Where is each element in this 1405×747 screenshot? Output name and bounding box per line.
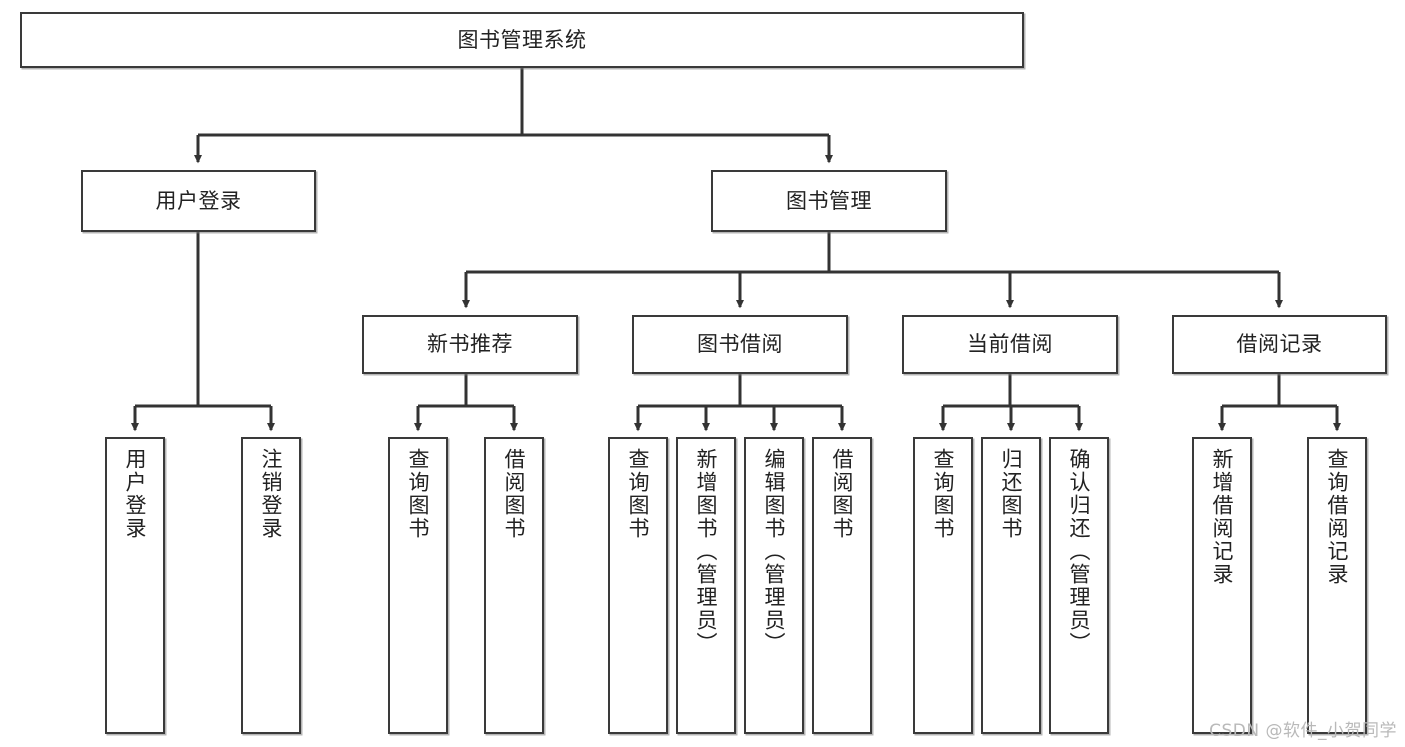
- node-new-book-recommend[interactable]: 新书推荐: [362, 315, 578, 374]
- node-label: 借阅图书: [830, 448, 855, 540]
- node-leaf-query-book-1[interactable]: 查询图书: [388, 437, 448, 734]
- node-label: 用户登录: [155, 188, 242, 213]
- node-leaf-borrow-book-1[interactable]: 借阅图书: [484, 437, 544, 734]
- node-leaf-add-book[interactable]: 新增图书（管理员）: [676, 437, 736, 734]
- node-label: 借阅图书: [502, 448, 527, 540]
- node-root-system[interactable]: 图书管理系统: [20, 12, 1024, 68]
- node-label: 图书借阅: [697, 332, 783, 357]
- node-label: 新增图书（管理员）: [694, 448, 719, 655]
- node-label: 查询图书: [931, 448, 956, 540]
- node-leaf-query-record[interactable]: 查询借阅记录: [1307, 437, 1367, 734]
- node-leaf-add-record[interactable]: 新增借阅记录: [1192, 437, 1252, 734]
- node-borrow-record[interactable]: 借阅记录: [1172, 315, 1387, 374]
- node-label: 新书推荐: [427, 332, 513, 357]
- node-label: 用户登录: [123, 448, 148, 540]
- node-current-borrow[interactable]: 当前借阅: [902, 315, 1118, 374]
- node-leaf-borrow-book-2[interactable]: 借阅图书: [812, 437, 872, 734]
- node-book-borrow[interactable]: 图书借阅: [632, 315, 848, 374]
- node-leaf-query-book-3[interactable]: 查询图书: [913, 437, 973, 734]
- node-label: 查询图书: [406, 448, 431, 540]
- node-label: 注销登录: [259, 448, 284, 540]
- node-user-login[interactable]: 用户登录: [81, 170, 316, 232]
- node-leaf-logout-login[interactable]: 注销登录: [241, 437, 301, 734]
- node-leaf-user-login[interactable]: 用户登录: [105, 437, 165, 734]
- node-label: 查询图书: [626, 448, 651, 540]
- node-label: 查询借阅记录: [1325, 448, 1350, 586]
- node-label: 当前借阅: [967, 332, 1053, 357]
- node-label: 图书管理: [786, 188, 872, 213]
- node-label: 确认归还（管理员）: [1067, 448, 1092, 655]
- node-label: 图书管理系统: [457, 27, 587, 52]
- node-label: 归还图书: [999, 448, 1024, 540]
- node-leaf-edit-book[interactable]: 编辑图书（管理员）: [744, 437, 804, 734]
- node-leaf-confirm-return[interactable]: 确认归还（管理员）: [1049, 437, 1109, 734]
- node-leaf-return-book[interactable]: 归还图书: [981, 437, 1041, 734]
- node-label: 新增借阅记录: [1210, 448, 1235, 586]
- node-book-manage[interactable]: 图书管理: [711, 170, 947, 232]
- node-label: 借阅记录: [1236, 332, 1323, 357]
- node-leaf-query-book-2[interactable]: 查询图书: [608, 437, 668, 734]
- node-label: 编辑图书（管理员）: [762, 448, 787, 655]
